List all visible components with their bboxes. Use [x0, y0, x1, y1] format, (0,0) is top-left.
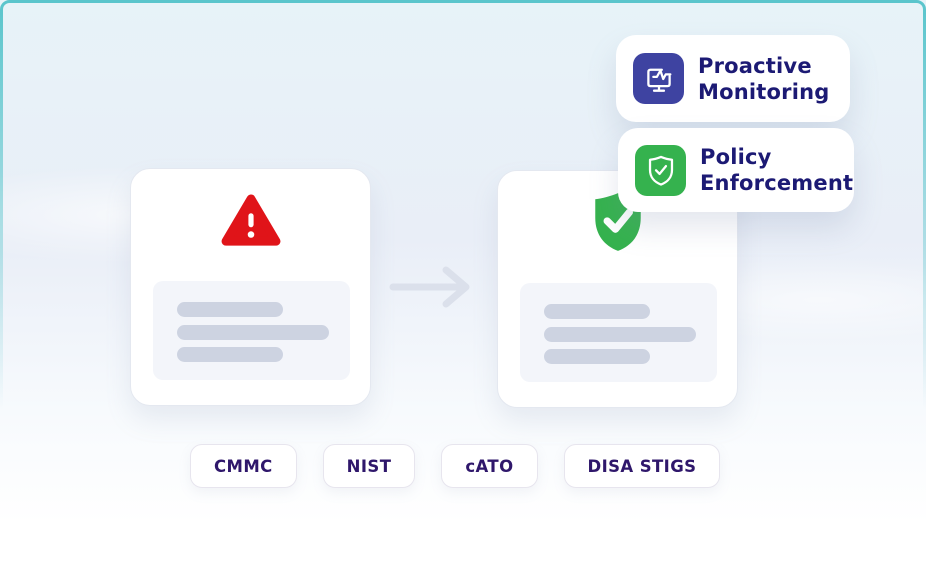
skeleton-line	[544, 349, 650, 364]
monitor-pulse-icon	[633, 53, 684, 104]
risk-state-card	[130, 168, 371, 406]
skeleton-line	[177, 302, 283, 317]
badge-label-line1: Proactive	[698, 53, 812, 78]
skeleton-text-panel	[153, 281, 350, 380]
badge-label-line2: Monitoring	[698, 79, 830, 104]
warning-triangle-icon	[220, 193, 282, 249]
badge-label-line1: Policy	[700, 145, 772, 169]
skeleton-line	[544, 327, 696, 342]
skeleton-text-panel	[520, 283, 717, 382]
compliance-tag-row: CMMC NIST cATO DISA STIGS	[190, 444, 721, 488]
skeleton-line	[177, 325, 329, 340]
badge-label-line2: Enforcement	[700, 171, 854, 195]
tag-cato[interactable]: cATO	[441, 444, 538, 488]
badge-label: Proactive Monitoring	[698, 53, 829, 105]
skeleton-line	[544, 304, 650, 319]
tag-disa-stigs[interactable]: DISA STIGS	[563, 444, 721, 488]
badge-label: Policy Enforcement	[700, 144, 853, 196]
badge-proactive-monitoring[interactable]: Proactive Monitoring	[616, 35, 850, 122]
tag-nist[interactable]: NIST	[322, 444, 416, 488]
shield-check-icon	[635, 144, 686, 196]
badge-policy-enforcement[interactable]: Policy Enforcement	[618, 128, 854, 212]
right-arrow-icon	[389, 266, 470, 308]
skeleton-line	[177, 347, 283, 362]
tag-cmmc[interactable]: CMMC	[190, 444, 297, 488]
